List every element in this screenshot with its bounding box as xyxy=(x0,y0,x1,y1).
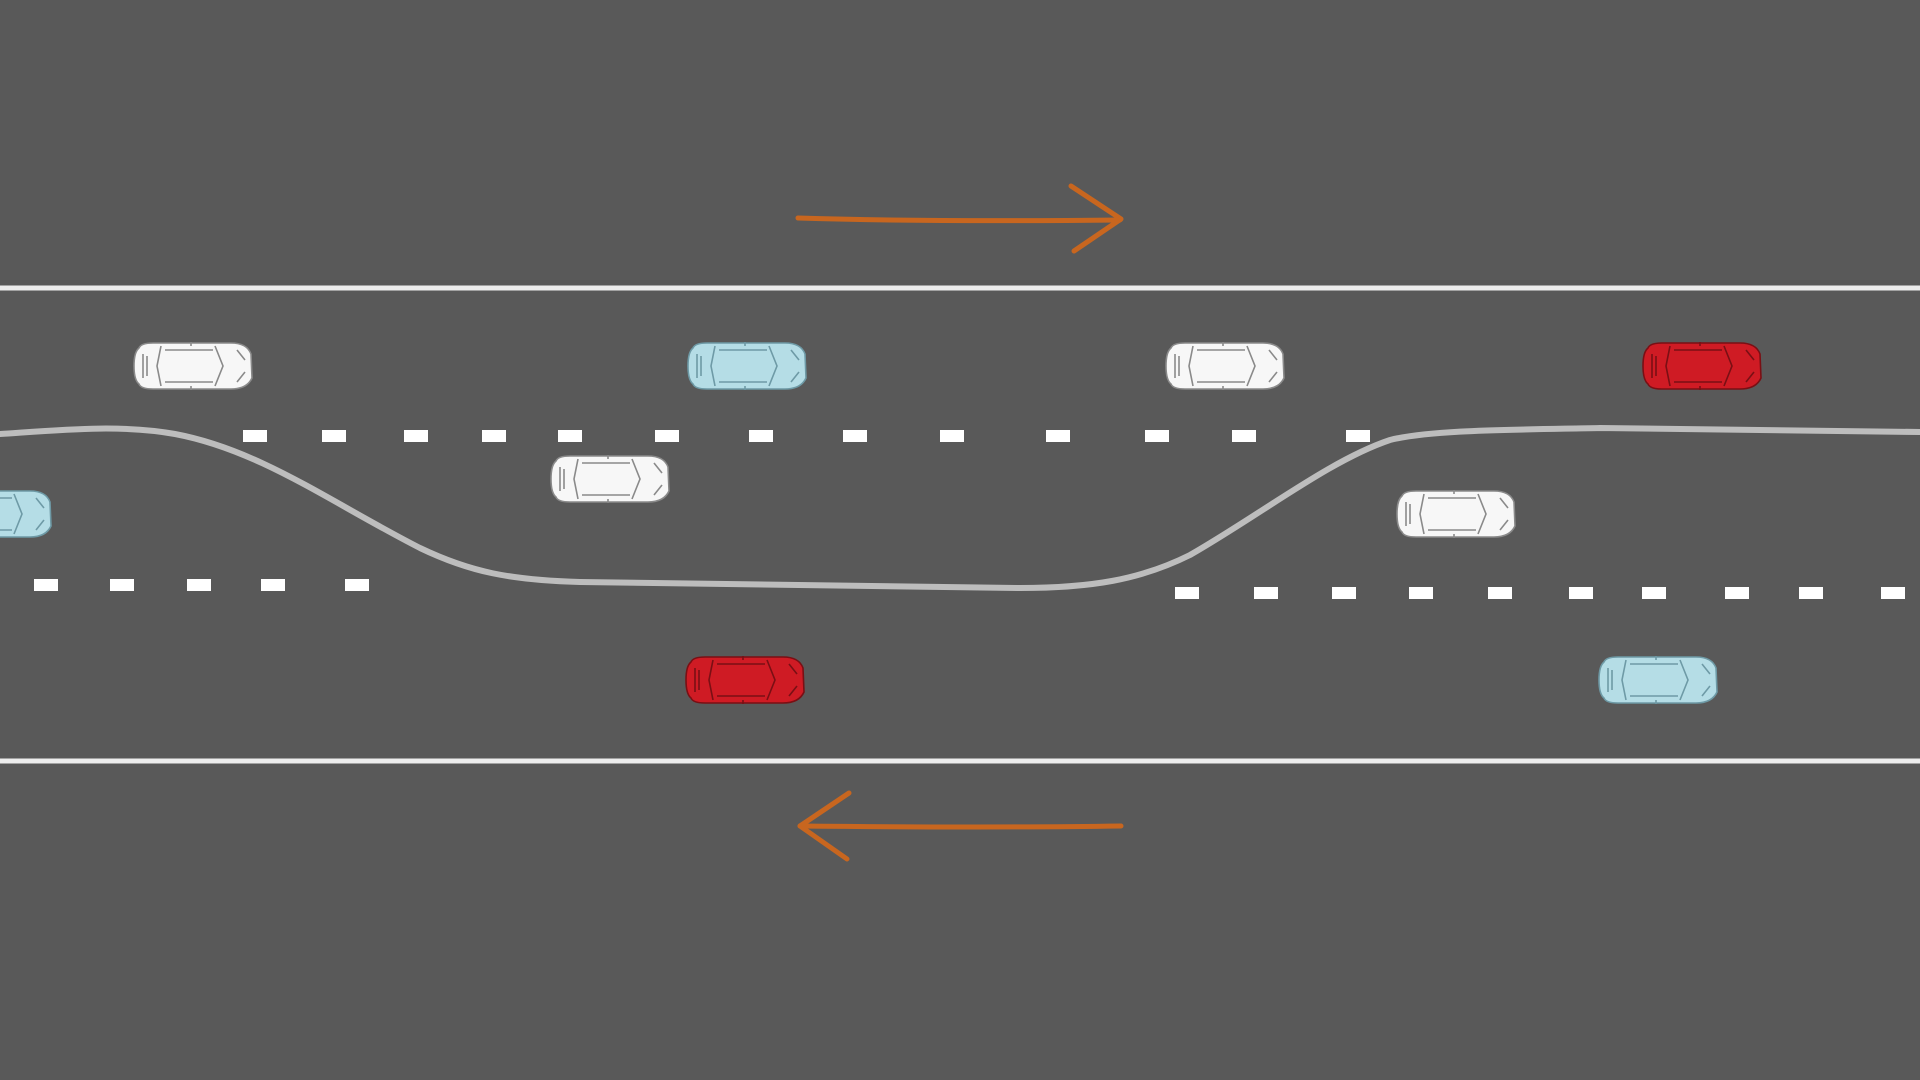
arrow-right-icon xyxy=(795,183,1124,254)
lane-dash xyxy=(322,430,346,442)
lane-dash xyxy=(1175,587,1199,599)
upper-lane-dashes xyxy=(243,430,1370,442)
car-top-view-icon xyxy=(1598,655,1718,705)
car-upper-3 xyxy=(1165,341,1285,391)
lane-dash xyxy=(558,430,582,442)
center-divider-line xyxy=(0,424,1920,592)
car-top-view-icon xyxy=(133,341,253,391)
lane-dash xyxy=(1799,587,1823,599)
car-top-view-icon xyxy=(550,454,670,504)
lane-dash xyxy=(1488,587,1512,599)
lane-dash xyxy=(1569,587,1593,599)
lane-dash xyxy=(940,430,964,442)
lane-dash xyxy=(34,579,58,591)
lane-dash xyxy=(1725,587,1749,599)
lane-dash xyxy=(404,430,428,442)
car-upper-2 xyxy=(687,341,807,391)
lane-dash xyxy=(110,579,134,591)
car-lower-2 xyxy=(685,655,805,705)
car-top-view-icon xyxy=(1165,341,1285,391)
car-upper-6 xyxy=(1396,489,1516,539)
arrow-left-icon xyxy=(797,790,1124,862)
car-top-view-icon xyxy=(685,655,805,705)
lane-dash xyxy=(1145,430,1169,442)
lane-dash xyxy=(749,430,773,442)
lane-dash xyxy=(243,430,267,442)
car-upper-1 xyxy=(133,341,253,391)
lane-dash xyxy=(1332,587,1356,599)
car-upper-4 xyxy=(1642,341,1762,391)
lane-dash xyxy=(1642,587,1666,599)
lane-dash xyxy=(655,430,679,442)
car-lower-1 xyxy=(0,489,52,539)
lane-dash xyxy=(843,430,867,442)
car-top-view-icon xyxy=(1396,489,1516,539)
lane-dash xyxy=(1254,587,1278,599)
lane-dash xyxy=(261,579,285,591)
lane-dash xyxy=(345,579,369,591)
lower-lane-dashes xyxy=(34,579,1905,599)
car-top-view-icon xyxy=(687,341,807,391)
lane-dash xyxy=(1232,430,1256,442)
car-top-view-icon xyxy=(0,489,52,539)
lane-dash xyxy=(1046,430,1070,442)
lane-dash xyxy=(187,579,211,591)
car-top-view-icon xyxy=(1642,341,1762,391)
car-upper-5 xyxy=(550,454,670,504)
car-lower-3 xyxy=(1598,655,1718,705)
lane-dash xyxy=(1346,430,1370,442)
lane-dash xyxy=(1409,587,1433,599)
lane-dash xyxy=(482,430,506,442)
lane-dash xyxy=(1881,587,1905,599)
